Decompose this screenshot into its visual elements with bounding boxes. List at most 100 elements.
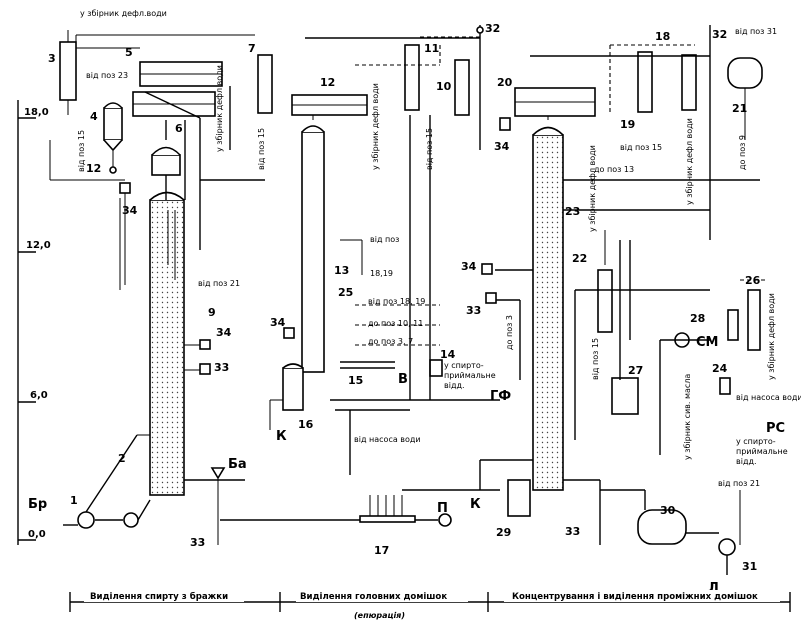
stream-ba: Ба bbox=[228, 457, 247, 472]
num-2: 2 bbox=[118, 452, 126, 465]
note-water-pump-a: від насоса води bbox=[354, 435, 421, 444]
num-12b: 12 bbox=[320, 76, 335, 89]
num-30: 30 bbox=[660, 504, 676, 517]
level-6: 6,0 bbox=[30, 390, 48, 401]
num-11: 11 bbox=[424, 42, 439, 55]
num-26: 26 bbox=[745, 274, 761, 287]
note-from-pos-18-19-c: від поз 18, 19 bbox=[368, 297, 425, 306]
num-33d: 33 bbox=[565, 525, 580, 538]
stream-p: П bbox=[437, 501, 448, 516]
level-scale: 18,0 12,0 6,0 0,0 bbox=[17, 100, 51, 545]
num-6: 6 bbox=[175, 122, 183, 135]
note-from-pos15-b: від поз 15 bbox=[257, 128, 266, 170]
note-to-pos9: до поз 9 bbox=[738, 135, 747, 170]
num-14: 14 bbox=[440, 348, 456, 361]
level-0: 0,0 bbox=[28, 529, 46, 540]
note-from-pos15-c: від поз 15 bbox=[425, 128, 434, 170]
section-epuration bbox=[220, 25, 500, 527]
stream-k2: К bbox=[470, 497, 481, 512]
note-from-pos23: від поз 23 bbox=[86, 71, 128, 80]
note-spirit-recv-f: відд. bbox=[736, 457, 757, 466]
num-12a: 12 bbox=[86, 162, 101, 175]
stream-rs: РС bbox=[766, 421, 785, 436]
stream-v: В bbox=[398, 372, 408, 387]
num-7: 7 bbox=[248, 42, 256, 55]
section-label-1: Виділення спирту з бражки bbox=[90, 591, 228, 602]
level-18: 18,0 bbox=[24, 107, 49, 118]
num-1: 1 bbox=[70, 494, 78, 507]
tank-21 bbox=[727, 57, 763, 89]
note-defl-top: у збірник дефл.води bbox=[80, 9, 167, 18]
note-from-pos-18-19-a: від поз bbox=[370, 235, 399, 244]
note-from-pos21-a: від поз 21 bbox=[198, 279, 240, 288]
note-to-pos-3-7: до поз 3, 7 bbox=[368, 337, 413, 346]
note-spirit-recv-c: відд. bbox=[444, 381, 465, 390]
num-19: 19 bbox=[620, 118, 635, 131]
note-water-pump-b: від насоса води bbox=[736, 393, 801, 402]
num-29: 29 bbox=[496, 526, 511, 539]
note-from-pos21-b: від поз 21 bbox=[718, 479, 760, 488]
num-32b: 32 bbox=[712, 28, 727, 41]
num-25: 25 bbox=[338, 286, 353, 299]
num-27: 27 bbox=[628, 364, 643, 377]
num-22: 22 bbox=[572, 252, 587, 265]
stream-br: Бр bbox=[28, 497, 47, 512]
note-spirit-recv-d: у спирто- bbox=[736, 437, 776, 446]
note-from-pos15-d: від поз 15 bbox=[620, 143, 662, 152]
level-12: 12,0 bbox=[26, 240, 51, 251]
num-34b: 34 bbox=[216, 326, 232, 339]
note-from-pos-18-19-b: 18,19 bbox=[370, 269, 393, 278]
num-34d: 34 bbox=[461, 260, 477, 273]
section-mash-column bbox=[49, 30, 265, 545]
section-label-2-sub: (епюрація) bbox=[354, 610, 405, 620]
num-17: 17 bbox=[374, 544, 389, 557]
stream-labels: Бр Ба В ГФ К К П Л СМ РС bbox=[28, 335, 785, 596]
num-16: 16 bbox=[298, 418, 314, 431]
note-fusel: у збірник сив. масла bbox=[683, 374, 692, 460]
num-32a: 32 bbox=[485, 22, 500, 35]
num-5: 5 bbox=[125, 46, 133, 59]
epuration-column-13 bbox=[301, 131, 325, 373]
annotations: у збірник дефл.води від поз 23 від поз 1… bbox=[77, 9, 801, 488]
note-defl-water-c: у збірник дефл води bbox=[588, 145, 597, 232]
num-34a: 34 bbox=[122, 204, 138, 217]
note-from-pos15-a: від поз 15 bbox=[77, 130, 86, 172]
pump-1 bbox=[77, 511, 95, 529]
num-31: 31 bbox=[742, 560, 757, 573]
num-34e: 34 bbox=[494, 140, 510, 153]
num-13: 13 bbox=[334, 264, 349, 277]
note-from-pos31: від поз 31 bbox=[735, 27, 777, 36]
tank-30 bbox=[637, 509, 687, 545]
num-33b: 33 bbox=[190, 536, 205, 549]
note-to-pos13: до поз 13 bbox=[594, 165, 634, 174]
note-spirit-recv-a: у спирто- bbox=[444, 361, 484, 370]
num-33a: 33 bbox=[214, 361, 229, 374]
note-defl-water-a: у збірник дефл води bbox=[215, 65, 224, 152]
mash-column-2 bbox=[149, 199, 185, 496]
note-defl-water-d: у збірник дефл води bbox=[767, 293, 776, 380]
section-rectification bbox=[479, 25, 765, 575]
equipment-labels: 1 2 3 4 5 6 7 9 10 11 12 12 13 14 15 16 … bbox=[48, 22, 761, 573]
stream-gf: ГФ bbox=[490, 389, 511, 404]
note-defl-water-e: у збірник дефл води bbox=[685, 118, 694, 205]
num-20: 20 bbox=[497, 76, 513, 89]
stream-k1: К bbox=[276, 429, 287, 444]
stream-sm: СМ bbox=[696, 335, 718, 350]
note-to-pos-10-11: до поз 10, 11 bbox=[368, 319, 423, 328]
rectification-column-23 bbox=[532, 134, 564, 491]
num-15: 15 bbox=[348, 374, 363, 387]
num-23: 23 bbox=[565, 205, 580, 218]
num-9: 9 bbox=[208, 306, 216, 319]
note-defl-water-b: у збірник дефл води bbox=[371, 83, 380, 170]
num-21: 21 bbox=[732, 102, 747, 115]
stream-l: Л bbox=[708, 581, 719, 596]
num-24: 24 bbox=[712, 362, 728, 375]
num-10: 10 bbox=[436, 80, 452, 93]
num-4: 4 bbox=[90, 110, 98, 123]
num-33c: 33 bbox=[466, 304, 481, 317]
num-28: 28 bbox=[690, 312, 705, 325]
note-to-pos3: до поз 3 bbox=[505, 315, 514, 350]
num-3: 3 bbox=[48, 52, 56, 65]
section-bar: Виділення спирту з бражки Виділення голо… bbox=[69, 590, 791, 620]
note-spirit-recv-e: приймальне bbox=[736, 447, 788, 456]
